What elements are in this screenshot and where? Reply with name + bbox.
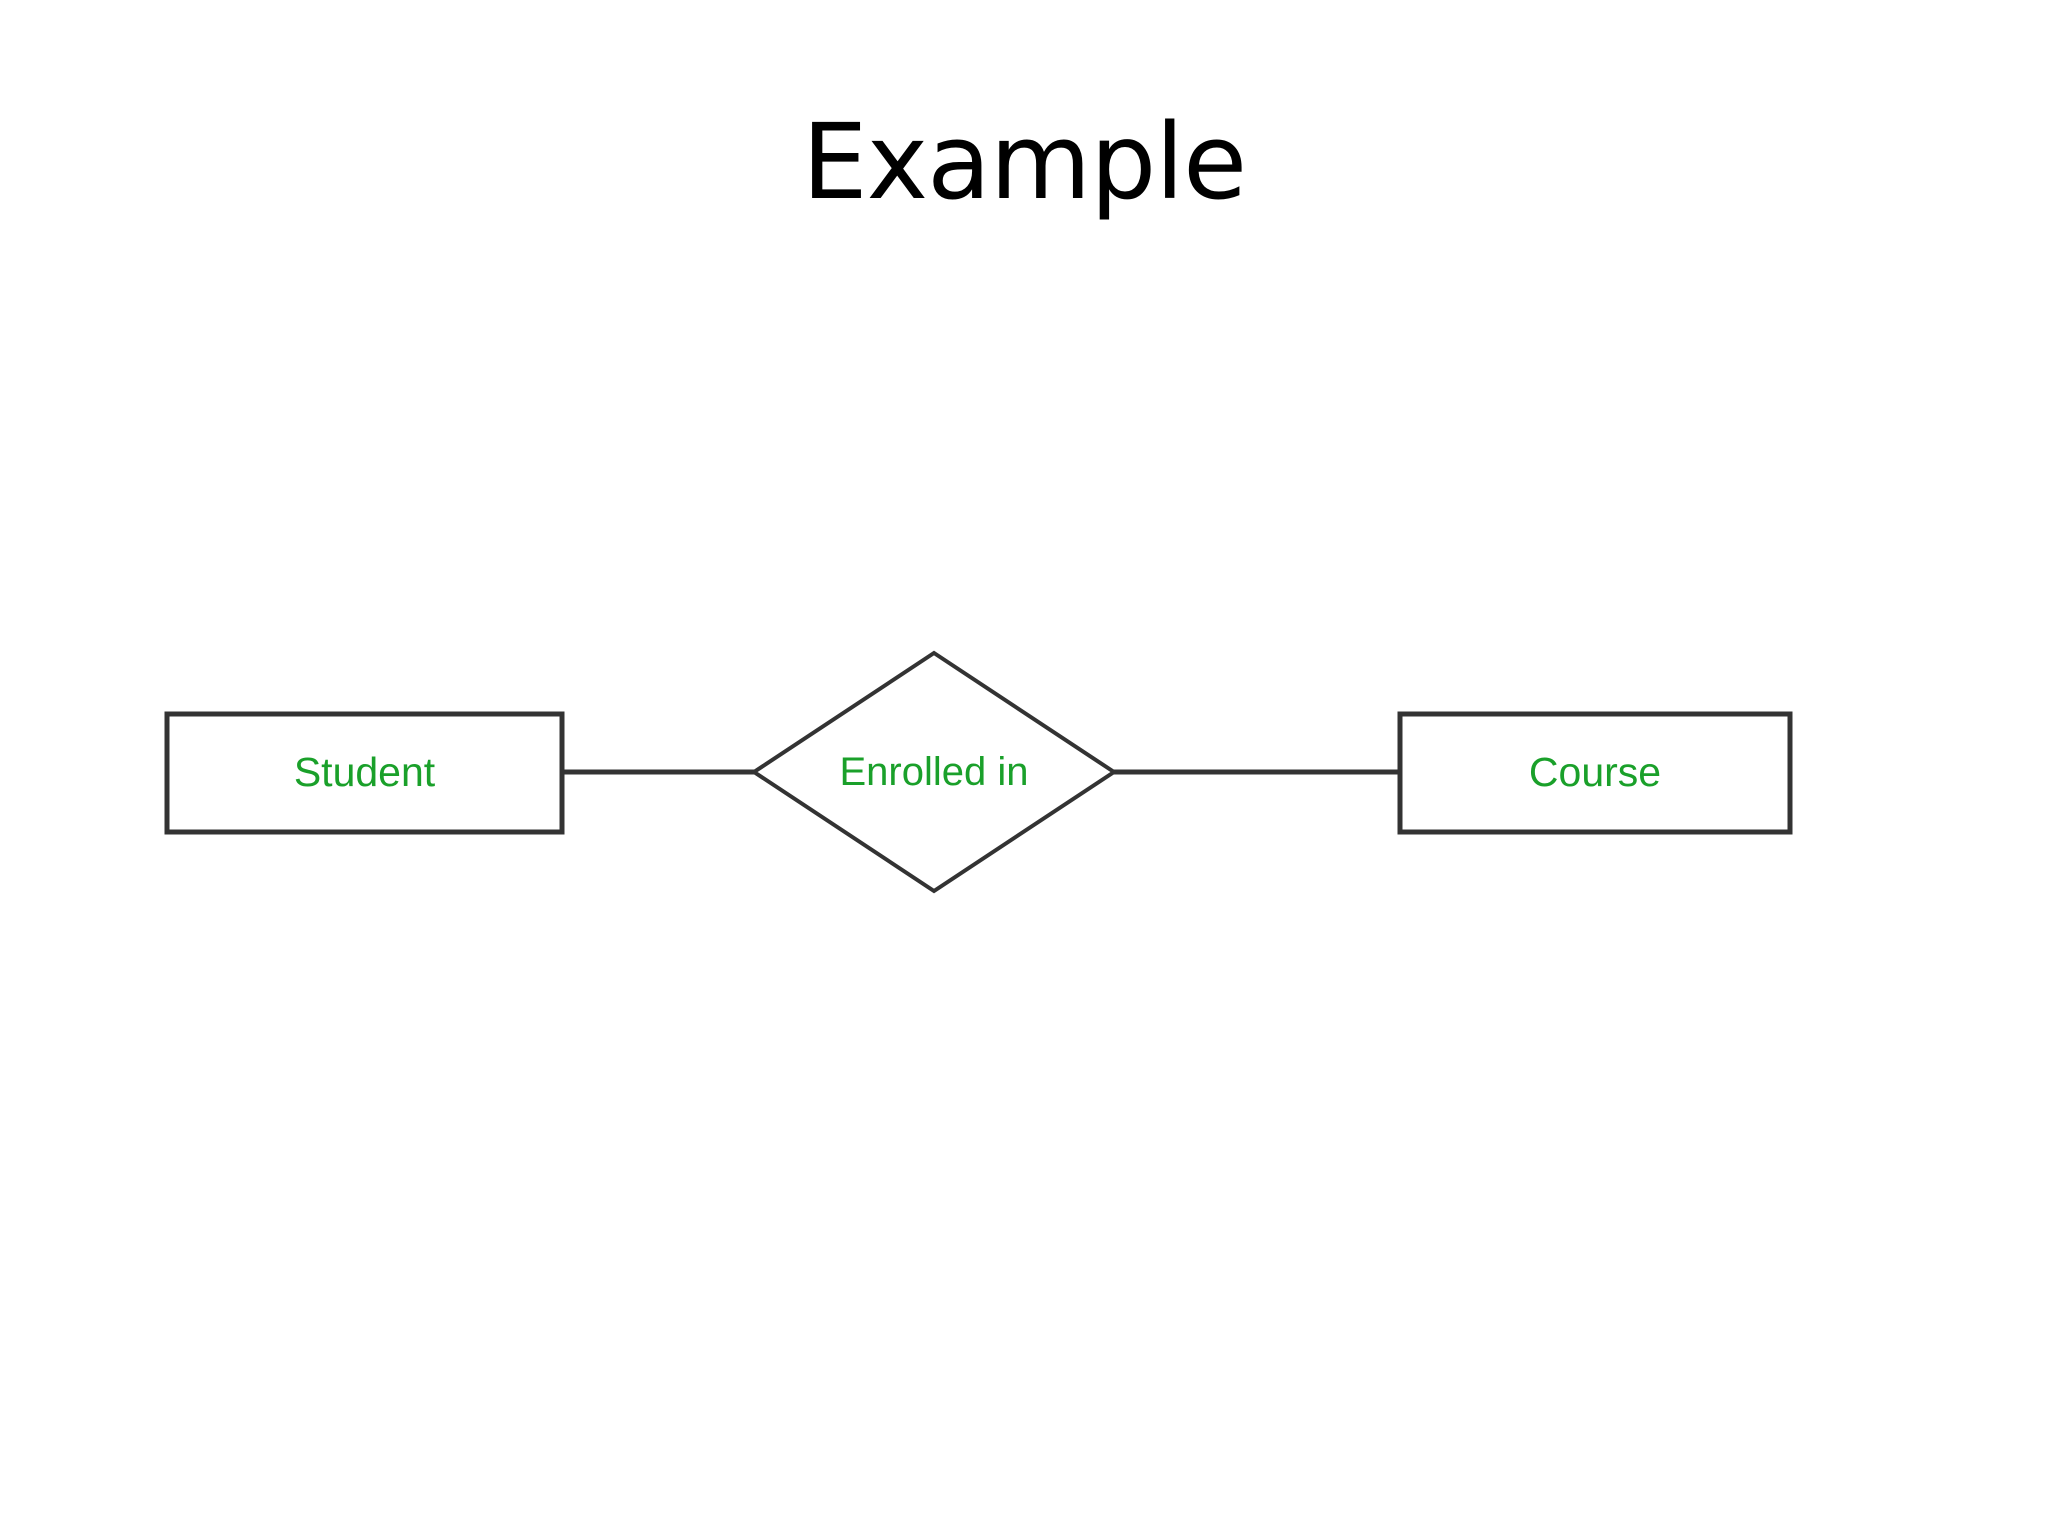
relationship-label-enrolled-in: Enrolled in bbox=[839, 750, 1029, 794]
entity-box-course bbox=[1397, 711, 1793, 835]
entity-label-student: Student bbox=[293, 749, 436, 795]
entity-box-student bbox=[164, 711, 565, 835]
entity-label-course: Course bbox=[1528, 749, 1662, 795]
relationship-diamond-enrolled-in bbox=[750, 650, 1118, 894]
page-title: Example bbox=[801, 101, 1247, 223]
